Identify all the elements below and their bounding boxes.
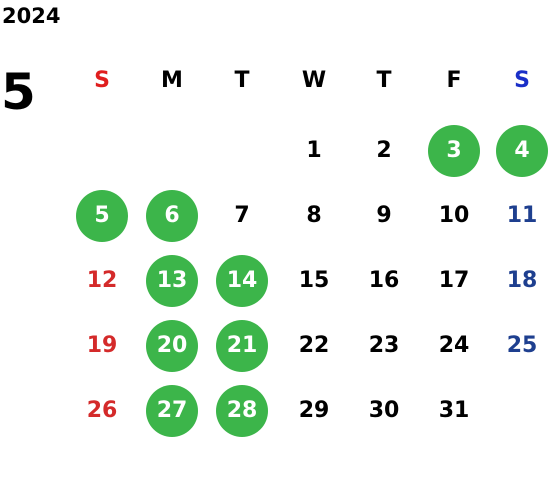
weekday-header: T [376,68,392,93]
calendar-day[interactable]: 4 [496,125,548,177]
calendar-day[interactable]: 1 [306,138,322,163]
calendar-day[interactable]: 5 [76,190,128,242]
calendar-day[interactable]: 15 [298,268,330,293]
calendar-day[interactable]: 8 [306,203,322,228]
calendar-day[interactable]: 6 [146,190,198,242]
weekday-header: T [234,68,250,93]
weekday-header: S [514,68,530,93]
calendar-day[interactable]: 9 [376,203,392,228]
calendar-day[interactable]: 14 [216,255,268,307]
calendar-day[interactable]: 25 [506,333,538,358]
weekday-header: W [301,68,327,93]
calendar-day[interactable]: 31 [438,398,470,423]
calendar-day[interactable]: 27 [146,385,198,437]
calendar-day[interactable]: 10 [438,203,470,228]
weekday-header: M [161,68,183,93]
calendar-day[interactable]: 2 [376,138,392,163]
year-label: 2024 [2,4,61,28]
calendar-day[interactable]: 16 [368,268,400,293]
calendar-day[interactable]: 30 [368,398,400,423]
calendar-day[interactable]: 23 [368,333,400,358]
weekday-header: F [446,68,462,93]
calendar-day[interactable]: 13 [146,255,198,307]
calendar-day[interactable]: 12 [86,268,118,293]
calendar-day[interactable]: 21 [216,320,268,372]
calendar-day[interactable]: 18 [506,268,538,293]
calendar-day[interactable]: 26 [86,398,118,423]
month-number: 5 [1,63,36,121]
calendar-day[interactable]: 7 [234,203,250,228]
calendar-day[interactable]: 17 [438,268,470,293]
weekday-header: S [94,68,110,93]
calendar-day[interactable]: 28 [216,385,268,437]
calendar-day[interactable]: 19 [86,333,118,358]
calendar-day[interactable]: 22 [298,333,330,358]
calendar-day[interactable]: 29 [298,398,330,423]
calendar-day[interactable]: 3 [428,125,480,177]
calendar-day[interactable]: 24 [438,333,470,358]
calendar-day[interactable]: 20 [146,320,198,372]
calendar-day[interactable]: 11 [506,203,538,228]
